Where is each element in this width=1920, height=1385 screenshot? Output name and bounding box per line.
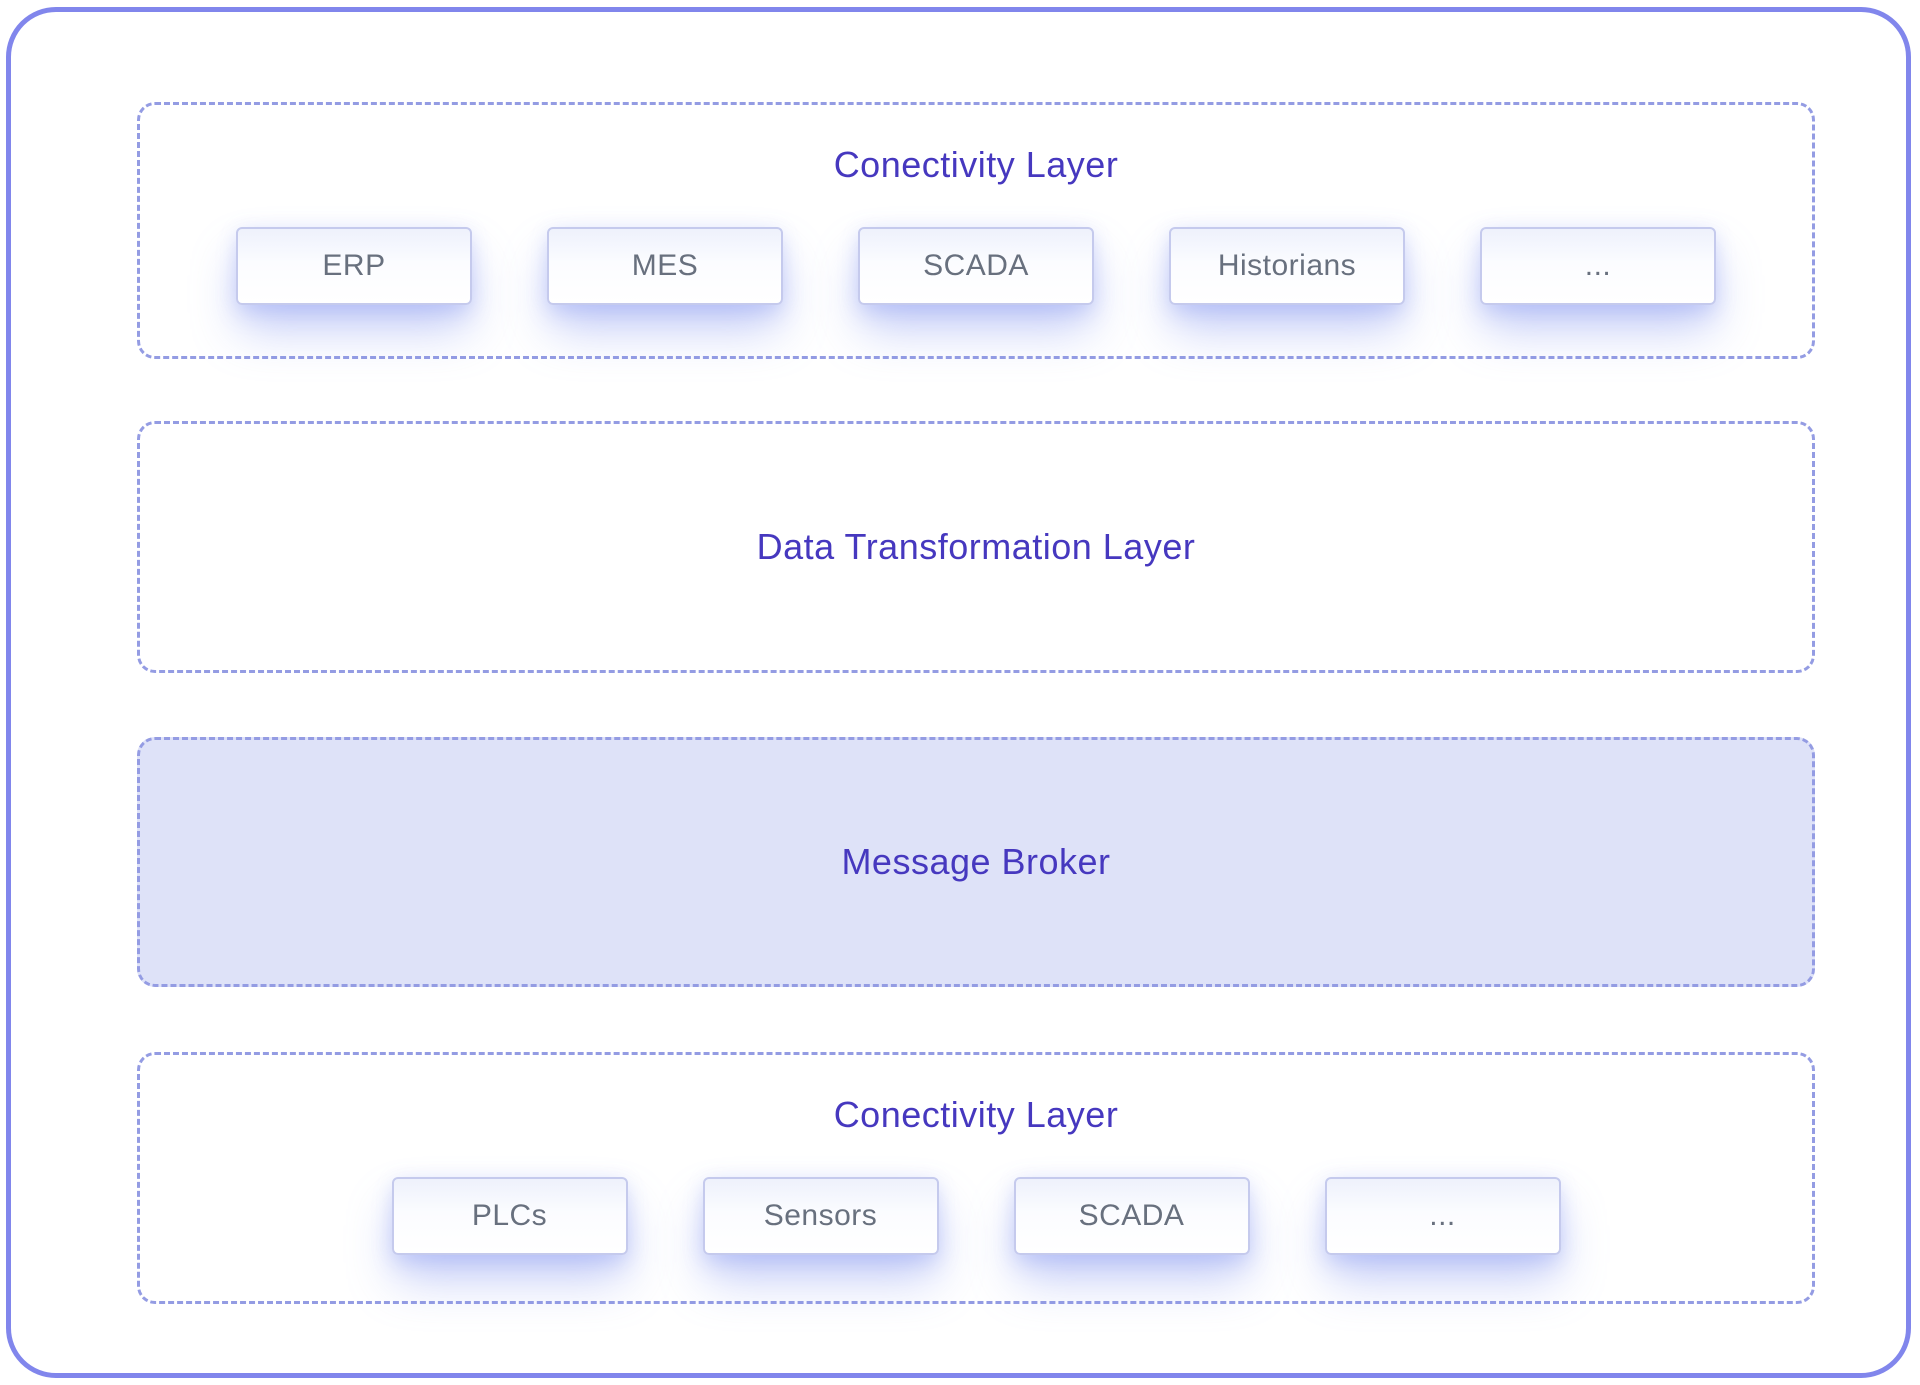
- layer-connectivity-devices: Conectivity Layer PLCs Sensors SCADA ...: [137, 1052, 1815, 1304]
- node-ellipsis-top: ...: [1480, 227, 1716, 305]
- node-mes: MES: [547, 227, 783, 305]
- node-plcs: PLCs: [391, 1177, 628, 1255]
- layer-title-connectivity-source: Conectivity Layer: [833, 144, 1119, 185]
- connectivity-device-nodes: PLCs Sensors SCADA ...: [140, 1177, 1812, 1255]
- node-historians: Historians: [1169, 227, 1405, 305]
- node-sensors: Sensors: [702, 1177, 939, 1255]
- node-ellipsis-bottom: ...: [1324, 1177, 1561, 1255]
- node-scada-top: SCADA: [858, 227, 1094, 305]
- layer-connectivity-source: Conectivity Layer ERP MES SCADA Historia…: [137, 102, 1815, 359]
- layer-data-transformation: Data Transformation Layer: [137, 421, 1815, 673]
- layer-title-connectivity-devices: Conectivity Layer: [833, 1094, 1119, 1135]
- layer-title-message-broker: Message Broker: [841, 841, 1111, 882]
- diagram-frame: Conectivity Layer ERP MES SCADA Historia…: [6, 7, 1911, 1378]
- layer-message-broker: Message Broker: [137, 737, 1815, 987]
- connectivity-source-nodes: ERP MES SCADA Historians ...: [140, 227, 1812, 305]
- node-scada-bottom: SCADA: [1013, 1177, 1250, 1255]
- node-erp: ERP: [236, 227, 472, 305]
- layer-title-data-transformation: Data Transformation Layer: [756, 526, 1196, 567]
